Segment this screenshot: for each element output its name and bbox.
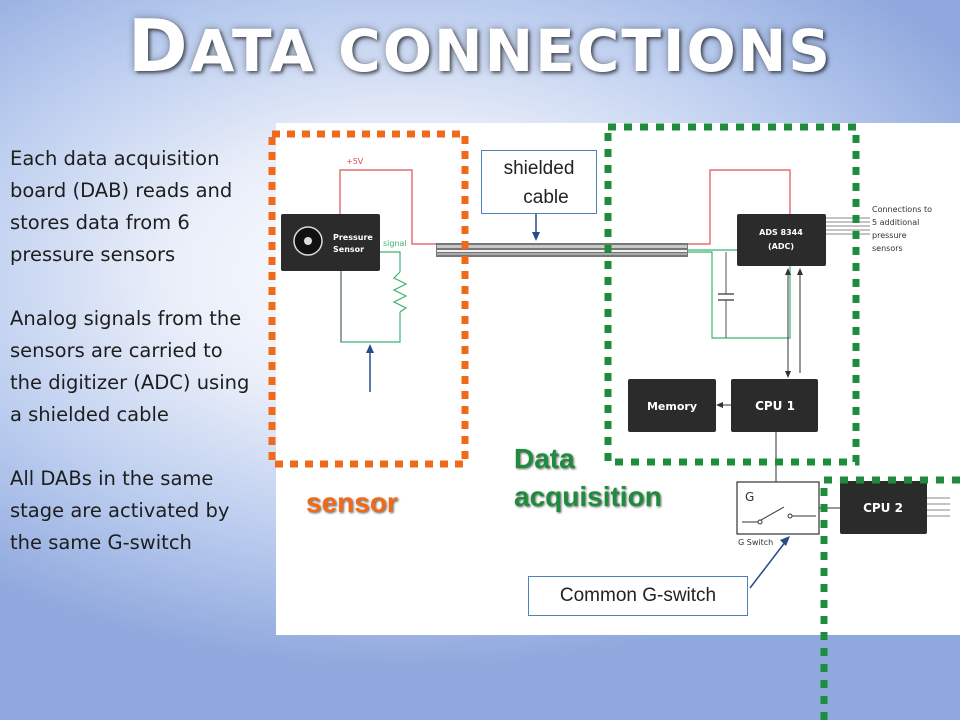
cpu2-block <box>840 481 927 534</box>
body-text: Each data acquisition board (DAB) reads … <box>10 143 260 591</box>
adc-label-2: (ADC) <box>768 242 794 251</box>
adc-circuit: ADS 8344 (ADC) Connections to 5 addition… <box>688 169 932 339</box>
signal-label: signal <box>383 239 407 248</box>
memory-block <box>628 379 716 432</box>
signal-wire <box>380 251 401 272</box>
shielded-cable-callout: shielded cable <box>481 150 597 214</box>
paragraph-analog: Analog signals from the sensors are carr… <box>10 307 250 426</box>
adc-block <box>737 214 826 266</box>
slide-title: DATA CONNECTIONS <box>127 4 833 88</box>
g-switch-block <box>736 481 820 535</box>
shielded-cable <box>436 212 688 257</box>
connections-label-1: Connections to <box>872 205 932 214</box>
shielded-callout-line-2: cable <box>523 187 569 208</box>
supply-wire <box>339 169 436 245</box>
cpu1-label: CPU 1 <box>755 399 795 413</box>
sensor-region-label: sensor <box>306 487 398 518</box>
adc-label-1: ADS 8344 <box>759 228 803 237</box>
g-label: G <box>745 490 754 504</box>
adc-supply-wire <box>688 169 791 245</box>
diagram-panel <box>276 123 960 635</box>
daq-region-label: Data acquisition <box>514 440 662 516</box>
cpu2-label: CPU 2 <box>863 501 903 515</box>
g-switch-pointer-arrow <box>749 540 787 589</box>
paragraph-g-switch: All DABs in the same stage are activated… <box>10 467 230 554</box>
daq-region-outline <box>604 123 860 466</box>
pressure-sensor-label-1: Pressure <box>333 233 373 242</box>
connections-label-4: sensors <box>872 244 903 253</box>
shielded-callout-line-1: shielded <box>503 158 575 179</box>
connections-label-3: pressure <box>872 231 907 240</box>
g-switch-callout: Common G-switch <box>528 576 748 616</box>
daq-label-line-2: acquisition <box>514 481 662 512</box>
sensor-region-outline <box>268 130 469 468</box>
processing-blocks: Memory CPU 1 G G Switch CPU 2 <box>628 268 950 589</box>
sensor-circuit: +5V Pressure Sensor signal <box>281 157 436 392</box>
g-switch-caption: G Switch <box>738 538 773 547</box>
daq-label-line-1: Data <box>514 443 575 474</box>
stage-region-outline <box>820 476 960 720</box>
paragraph-dab: Each data acquisition board (DAB) reads … <box>10 147 233 266</box>
memory-label: Memory <box>647 400 697 413</box>
pressure-sensor-label-2: Sensor <box>333 245 364 254</box>
resistor-icon <box>392 271 408 313</box>
supply-label: +5V <box>346 157 364 166</box>
connections-label-2: 5 additional <box>872 218 919 227</box>
cpu1-block <box>731 379 818 432</box>
